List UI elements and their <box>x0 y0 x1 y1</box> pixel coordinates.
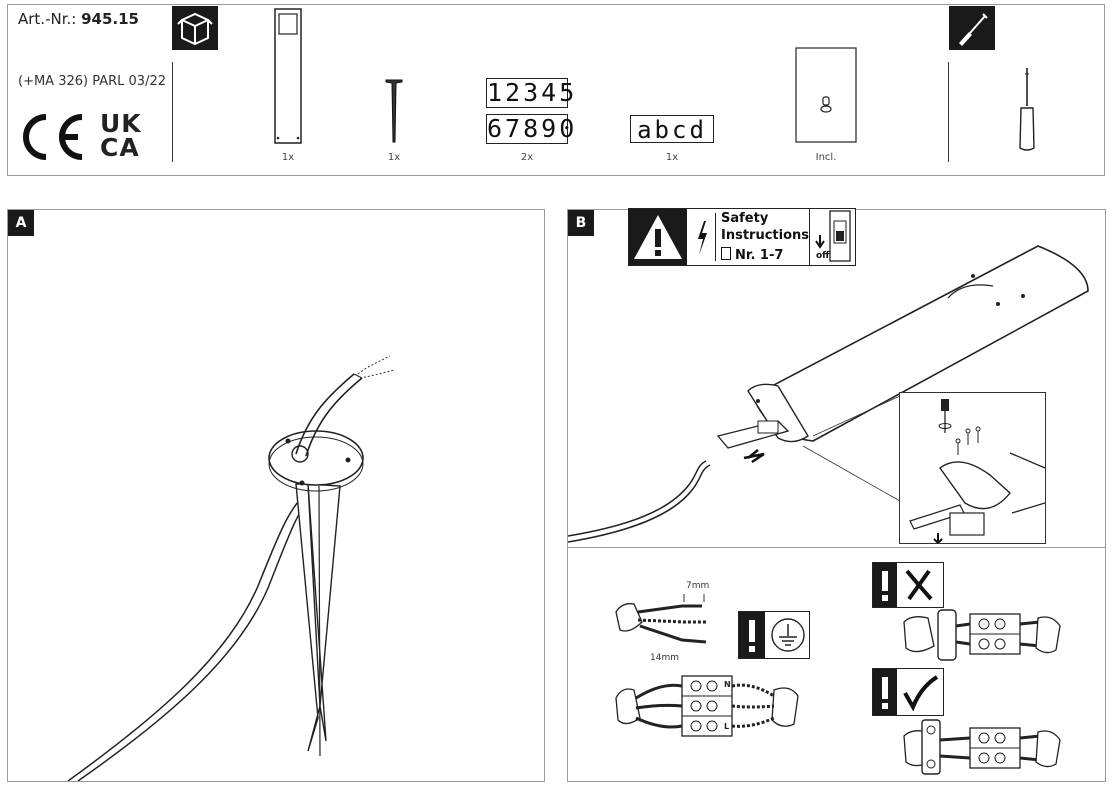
section-b-divider <box>567 547 1106 548</box>
terminal-detail-drawing <box>909 399 1045 543</box>
header-divider-right <box>948 62 949 162</box>
terminal-block-wiring <box>615 675 799 737</box>
section-a-tag: A <box>8 210 34 236</box>
breaker-switch-icon: off <box>809 209 856 265</box>
section-a-panel <box>7 209 545 782</box>
terminal-letter-l: L <box>724 722 730 731</box>
article-value: 945.15 <box>81 10 139 28</box>
document-icon <box>721 247 731 260</box>
spike-installation-drawing <box>67 355 395 781</box>
header-divider-left <box>172 62 173 162</box>
screwdriver-tool <box>1016 66 1038 152</box>
part-qty: 1x <box>281 152 295 163</box>
warning-icon <box>873 669 897 715</box>
safety-title-1: Safety <box>721 211 769 226</box>
switch-off-label: off <box>816 251 830 261</box>
ukca-mark: UK CA <box>100 109 156 164</box>
correct-connection-drawing <box>903 719 1061 775</box>
parts-header-panel <box>7 4 1105 176</box>
strip-length-long: 14mm <box>650 653 679 663</box>
correct-indicator <box>872 668 944 716</box>
earth-ground-icon <box>769 616 807 658</box>
wrong-connection-drawing <box>903 609 1061 661</box>
ce-mark <box>16 112 86 162</box>
part-qty: 2x <box>520 152 534 163</box>
letter-sticker: abcd <box>630 115 714 144</box>
safety-title-2: Instructions <box>721 228 810 243</box>
model-line: (+MA 326) PARL 03/22 <box>18 74 166 89</box>
high-voltage-icon <box>691 213 716 261</box>
article-label: Art.-Nr.: <box>18 10 77 28</box>
warning-icon <box>629 209 687 265</box>
number-sticker-1: 12345 <box>486 78 578 108</box>
wire-strip-drawing <box>615 594 707 644</box>
article-number: Art.-Nr.: 945.15 <box>18 10 139 28</box>
terminal-letter-n: N <box>724 680 731 689</box>
part-qty: 1x <box>387 152 401 163</box>
safety-instructions-label: Safety Instructions Nr. 1-7 off <box>628 208 856 266</box>
part-qty: Incl. <box>815 152 837 163</box>
number-sticker-2: 67890 <box>486 114 578 144</box>
ground-spike-part <box>384 76 404 144</box>
wall-plate-part <box>795 47 857 143</box>
bollard-lamp-part <box>270 8 306 144</box>
warning-icon <box>739 612 765 658</box>
ukca-top: UK <box>100 109 142 138</box>
package-box-icon <box>172 6 218 50</box>
screwdriver-icon <box>949 6 995 50</box>
safety-ref: Nr. 1-7 <box>721 247 783 263</box>
lamp-assembly-drawing <box>568 245 1089 543</box>
warning-icon <box>873 563 897 607</box>
checkmark-icon <box>901 673 939 715</box>
part-qty: 1x <box>665 152 679 163</box>
safety-ref-text: Nr. 1-7 <box>735 248 784 263</box>
section-b-tag: B <box>568 210 594 236</box>
cross-icon <box>901 567 937 607</box>
wrong-indicator <box>872 562 944 608</box>
ukca-bottom: CA <box>100 133 140 162</box>
strip-length-short: 7mm <box>686 581 710 591</box>
earth-warning-label <box>738 611 810 659</box>
